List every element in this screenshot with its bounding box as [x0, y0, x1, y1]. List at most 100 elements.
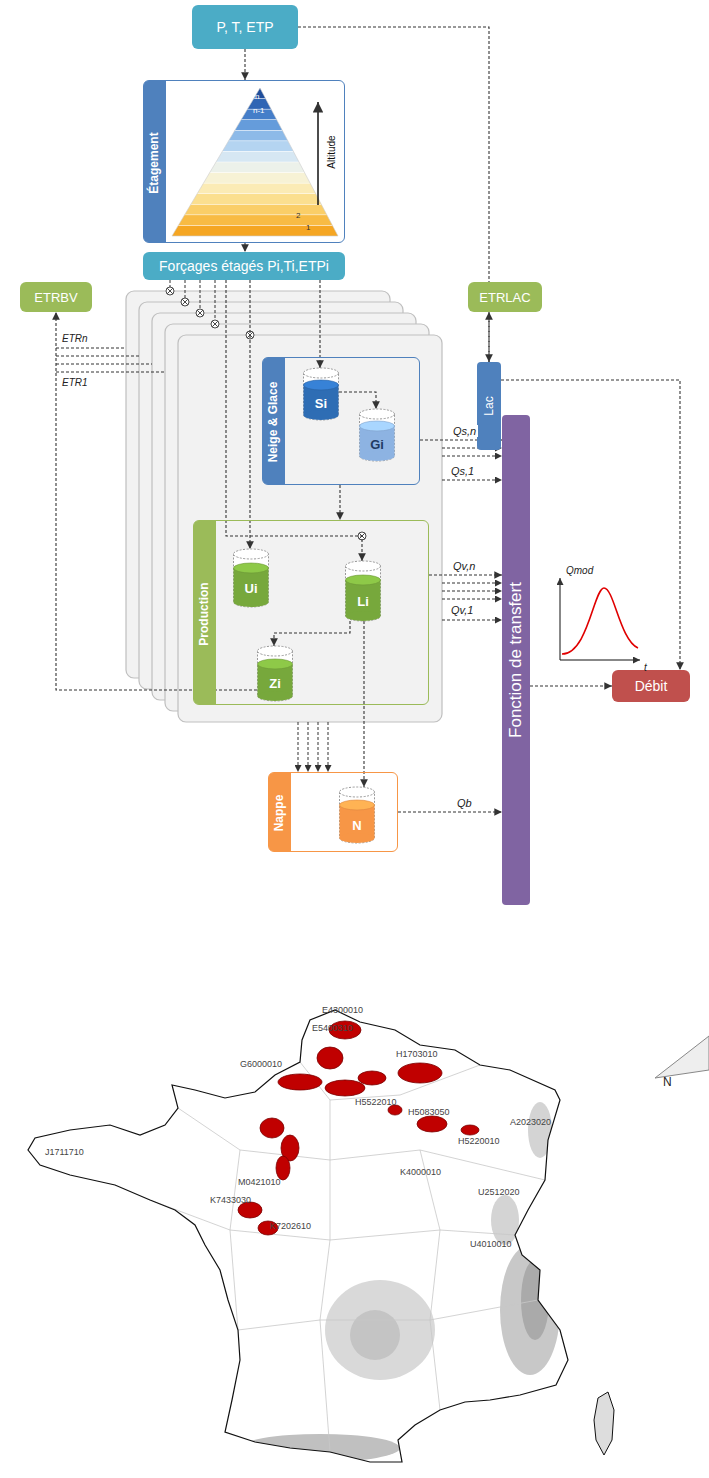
- flux-label: ETR1: [62, 377, 88, 388]
- reservoir: Gi: [359, 409, 395, 461]
- cylinder-shape: [359, 409, 395, 461]
- station-code: J1711710: [45, 1148, 84, 1158]
- flux-label: ETRn: [62, 333, 88, 344]
- band-number: n-1: [253, 107, 265, 116]
- reservoir-label: Zi: [269, 676, 281, 691]
- cylinder-shape: [257, 646, 293, 701]
- flow-connector: [226, 280, 362, 561]
- flow-connector: [56, 312, 257, 690]
- flow-connector: [249, 280, 250, 549]
- node-label: Lac: [482, 396, 496, 415]
- module-heading: Production: [197, 582, 211, 645]
- reservoir-label-holder: Si: [303, 390, 339, 417]
- station-code: H5220010: [458, 1137, 500, 1147]
- band-number: 1: [306, 224, 310, 233]
- input-box: P, T, ETP: [192, 5, 298, 49]
- module-heading: Nappe: [272, 795, 286, 832]
- reservoir-label: N: [352, 818, 361, 833]
- flux-label: Qs,n: [451, 425, 478, 437]
- reservoir: N: [339, 787, 375, 843]
- flux-label: Qb: [455, 797, 474, 809]
- axis-label: Qmod: [566, 565, 593, 576]
- flow-connector: [429, 574, 502, 575]
- flow-connector: [244, 243, 245, 252]
- flow-connector: [244, 49, 245, 80]
- forcing-lines: [170, 280, 215, 320]
- multiplier-symbols: [166, 287, 366, 540]
- output-box: ETRLAC: [468, 282, 542, 312]
- cylinder-shape: [345, 561, 381, 621]
- node-label: P, T, ETP: [216, 19, 273, 35]
- reservoir: Ui: [233, 549, 269, 607]
- reservoir-label: Ui: [245, 581, 258, 596]
- flow-connector: [319, 280, 320, 368]
- reservoir-label: Gi: [370, 437, 384, 452]
- station-code: U2512020: [478, 1188, 520, 1198]
- flow-connector: [530, 685, 612, 686]
- reservoir-label: Si: [315, 396, 327, 411]
- station-code: A2023020: [510, 1118, 551, 1128]
- reservoir-label-holder: Ui: [233, 573, 269, 604]
- reservoir-label-holder: Gi: [359, 431, 395, 458]
- module-box: Production UiLiZi: [193, 520, 429, 705]
- axis-label: Altitude: [326, 135, 337, 168]
- station-code: K7433030: [210, 1196, 251, 1206]
- north-label: N: [663, 1076, 672, 1089]
- reservoir-label-holder: Li: [345, 585, 381, 618]
- station-code: K4000010: [400, 1168, 441, 1178]
- forcing-box: Forçages étagés Pi,Ti,ETPi: [143, 252, 345, 280]
- reservoir: Si: [303, 368, 339, 420]
- lake-box: Lac: [477, 362, 501, 450]
- station-code: K7202610: [270, 1222, 311, 1232]
- france-map: [0, 1000, 709, 1478]
- cylinder-shape: [303, 368, 339, 420]
- reservoir: Zi: [257, 646, 293, 701]
- axis-label: t: [644, 662, 647, 673]
- flow-connector: [339, 392, 376, 409]
- flux-label: Qv,n: [451, 560, 477, 572]
- flow-connector: [298, 27, 489, 362]
- reservoir-label-holder: N: [339, 810, 375, 840]
- band-number: 2: [296, 212, 300, 221]
- module-box: Neige & Glace SiGi: [262, 357, 420, 485]
- station-code: E4300010: [322, 1006, 363, 1016]
- station-code: U4010010: [470, 1240, 512, 1250]
- node-label: Forçages étagés Pi,Ti,ETPi: [159, 258, 329, 274]
- station-code: G6000010: [240, 1060, 282, 1070]
- module-heading: Étagement: [147, 132, 161, 193]
- station-code: H1703010: [396, 1050, 438, 1060]
- station-code: E5400310: [312, 1024, 353, 1034]
- station-code: H5522010: [355, 1098, 397, 1108]
- flow-connector: [398, 811, 502, 812]
- node-label: ETRBV: [34, 290, 77, 305]
- reservoir-label-holder: Zi: [257, 669, 293, 698]
- flow-arrows: [298, 448, 502, 772]
- flux-label: Qs,1: [451, 465, 474, 477]
- output-box: Débit: [612, 670, 690, 702]
- reservoir-label: Li: [357, 594, 369, 609]
- node-label: Fonction de transfert: [506, 582, 526, 738]
- flow-connector: [339, 485, 340, 520]
- transfer-box: Fonction de transfert: [502, 415, 530, 905]
- band-number: n: [255, 93, 259, 102]
- etr-lines: [56, 348, 165, 372]
- catchments: [238, 1021, 479, 1235]
- flow-connector: [363, 621, 364, 787]
- station-code: M0421010: [238, 1178, 281, 1188]
- station-code: H5083050: [408, 1108, 450, 1118]
- reservoir: Li: [345, 561, 381, 621]
- flow-connector: [488, 312, 489, 362]
- cylinder-shape: [233, 549, 269, 607]
- band-box: Étagement: [143, 80, 345, 243]
- module-heading: Neige & Glace: [266, 382, 280, 463]
- output-box: ETRBV: [20, 282, 92, 312]
- altitude-arrow: [317, 102, 319, 205]
- module-box: NappeN: [268, 772, 398, 852]
- flux-label: Qv,1: [451, 604, 473, 616]
- node-label: Débit: [635, 678, 668, 694]
- north-arrow: [655, 1036, 709, 1078]
- flow-connector: [274, 621, 350, 646]
- node-label: ETRLAC: [479, 290, 530, 305]
